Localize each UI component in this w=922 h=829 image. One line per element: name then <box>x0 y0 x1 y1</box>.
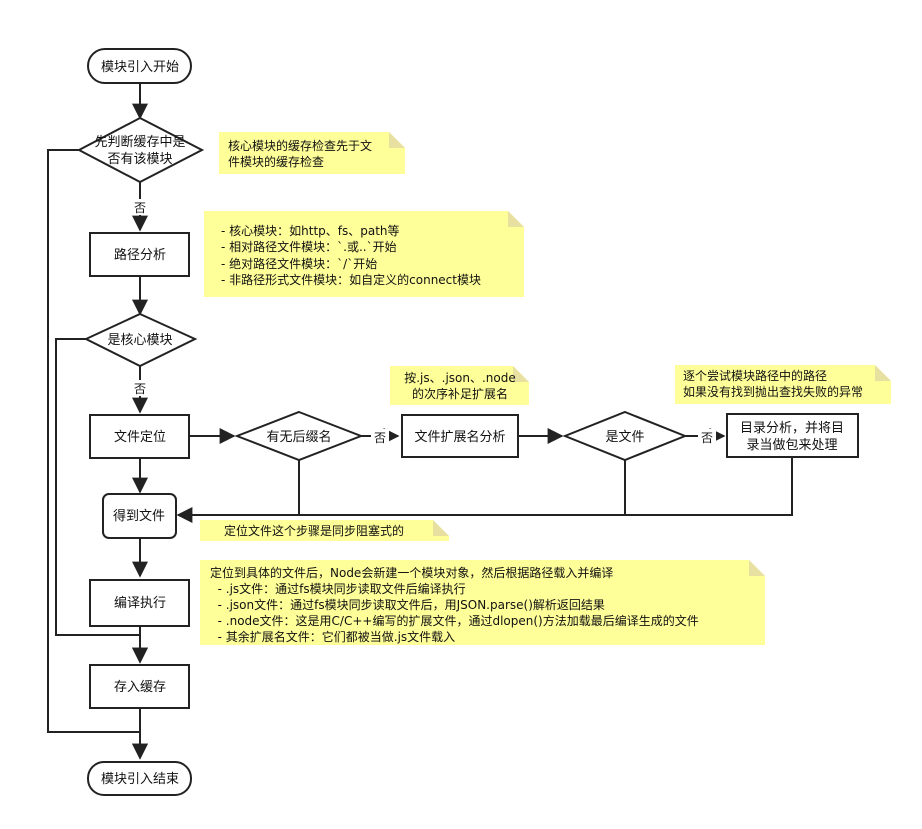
node-store-cache: 存入缓存 <box>89 664 190 709</box>
note-dir-line-1: 如果没有找到抛出查找失败的异常 <box>683 384 863 399</box>
note-compile-line-3: - .node文件：这是用C/C++编写的扩展文件，通过dlopen()方法加载… <box>210 613 699 628</box>
edge-dir-to-getfile <box>176 457 793 523</box>
node-start: 模块引入开始 <box>87 48 192 84</box>
node-path-analysis-label: 路径分析 <box>114 247 166 263</box>
node-has-extension: 有无后缀名 <box>234 410 364 462</box>
node-check-cache-label-2: 否有该模块 <box>107 152 172 167</box>
node-end: 模块引入结束 <box>87 761 192 796</box>
note-dir: 逐个尝试模块路径中的路径 如果没有找到抛出查找失败的异常 <box>675 365 891 404</box>
node-end-label: 模块引入结束 <box>101 772 179 787</box>
node-path-analysis: 路径分析 <box>89 232 190 277</box>
note-ext: 按.js、.json、.node 的次序补足扩展名 <box>390 366 529 405</box>
node-is-core-module: 是核心模块 <box>83 312 198 368</box>
node-is-file: 是文件 <box>562 410 688 462</box>
note-cache: 核心模块的缓存检查先于文 件模块的缓存检查 <box>219 132 405 174</box>
node-compile-execute-label: 编译执行 <box>114 596 166 611</box>
edge-label-file-no: 否 <box>701 431 713 445</box>
note-ext-line-0: 按.js、.json、.node <box>404 371 516 385</box>
node-dir-analysis-label-1: 目录分析，并将目 <box>740 421 844 436</box>
node-compile-execute: 编译执行 <box>89 579 190 627</box>
note-dir-line-0: 逐个尝试模块路径中的路径 <box>683 368 827 383</box>
node-check-cache: 先判断缓存中是 否有该模块 <box>76 116 205 184</box>
note-cache-line-1: 件模块的缓存检查 <box>228 154 324 169</box>
node-dir-analysis-label-2: 录当做包来处理 <box>746 438 837 453</box>
note-path-line-1: - 相对路径文件模块：`.或..`开始 <box>221 239 397 254</box>
note-compile-line-2: - .json文件：通过fs模块同步读取文件后，用JSON.parse()解析返… <box>210 597 605 612</box>
node-file-locate: 文件定位 <box>89 414 190 459</box>
node-dir-analysis: 目录分析，并将目 录当做包来处理 <box>726 413 859 458</box>
note-cache-line-0: 核心模块的缓存检查先于文 <box>228 138 372 153</box>
node-get-file: 得到文件 <box>102 493 177 539</box>
note-compile: 定位到具体的文件后，Node会新建一个模块对象，然后根据路径载入并编译 - .j… <box>200 560 765 645</box>
edge-labels: 否 否 否 否 <box>131 199 716 445</box>
edge-label-cache-no: 否 <box>134 201 146 215</box>
node-file-locate-label: 文件定位 <box>114 430 166 445</box>
node-extension-analysis-label: 文件扩展名分析 <box>414 429 505 445</box>
node-is-file-label: 是文件 <box>605 430 644 445</box>
note-sync-line-0: 定位文件这个步骤是同步阻塞式的 <box>224 523 404 538</box>
node-has-extension-label: 有无后缀名 <box>266 429 331 445</box>
node-get-file-label: 得到文件 <box>113 508 165 524</box>
node-start-label: 模块引入开始 <box>101 60 179 75</box>
connectors <box>47 84 793 760</box>
note-compile-line-1: - .js文件：通过fs模块同步读取文件后编译执行 <box>210 581 466 596</box>
note-path-line-0: - 核心模块：如http、fs、path等 <box>221 223 400 238</box>
note-compile-line-0: 定位到具体的文件后，Node会新建一个模块对象，然后根据路径载入并编译 <box>210 565 613 580</box>
note-ext-line-1: 的次序补足扩展名 <box>412 386 508 401</box>
node-extension-analysis: 文件扩展名分析 <box>401 414 519 458</box>
note-sync: 定位文件这个步骤是同步阻塞式的 <box>200 520 449 541</box>
node-check-cache-label-1: 先判断缓存中是 <box>94 135 185 150</box>
note-path-line-2: - 绝对路径文件模块：`/`开始 <box>221 256 377 271</box>
node-is-core-module-label: 是核心模块 <box>107 333 172 348</box>
note-path-line-3: - 非路径形式文件模块：如自定义的connect模块 <box>221 272 481 287</box>
note-path: - 核心模块：如http、fs、path等 - 相对路径文件模块：`.或..`开… <box>204 211 524 297</box>
edge-label-ext-no: 否 <box>374 431 386 445</box>
edge-label-core-no: 否 <box>134 382 146 396</box>
note-compile-line-4: - 其余扩展名文件：它们都被当做.js文件载入 <box>210 629 455 644</box>
node-store-cache-label: 存入缓存 <box>114 680 166 695</box>
